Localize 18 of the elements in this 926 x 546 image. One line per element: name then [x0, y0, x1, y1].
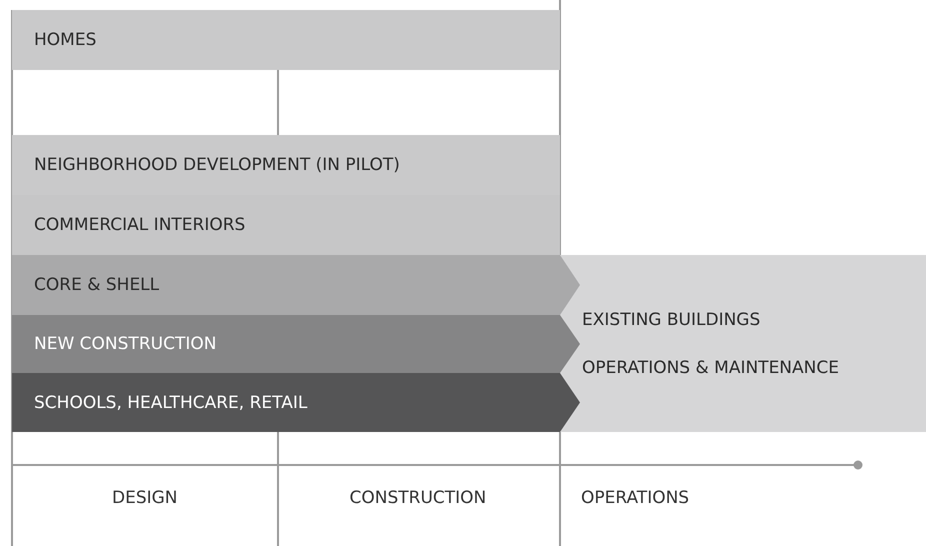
phase-label: DESIGN: [112, 488, 178, 508]
rating-bar: [12, 10, 560, 70]
rating-panel: [560, 255, 926, 432]
rating-arrow-bar: [12, 255, 580, 315]
rating-arrow-bar: [12, 315, 580, 373]
phase-label: CONSTRUCTION: [350, 488, 486, 508]
phase-label: OPERATIONS: [581, 488, 690, 508]
bar-label: HOMES: [34, 30, 96, 50]
bar-label: NEIGHBORHOOD DEVELOPMENT (IN PILOT): [34, 155, 400, 175]
bar-label: NEW CONSTRUCTION: [34, 334, 216, 354]
bar-label: OPERATIONS & MAINTENANCE: [582, 358, 839, 378]
rating-arrow-bar: [12, 373, 580, 432]
bar-label: COMMERCIAL INTERIORS: [34, 215, 246, 235]
bar-label: CORE & SHELL: [34, 275, 160, 295]
rating-bar: [12, 195, 560, 255]
bar-label: EXISTING BUILDINGS: [582, 310, 760, 330]
rating-bar: [12, 135, 560, 195]
bar-label: SCHOOLS, HEALTHCARE, RETAIL: [34, 392, 308, 412]
